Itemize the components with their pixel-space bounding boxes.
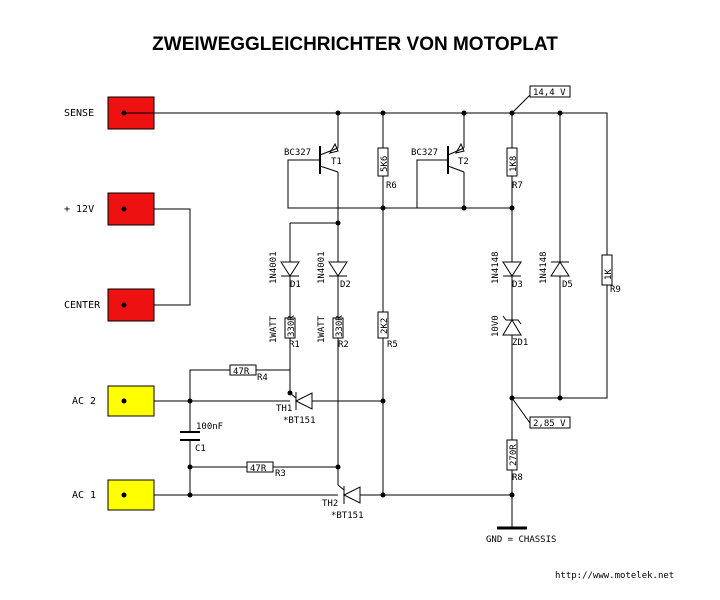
t2-ref: T2: [458, 157, 469, 167]
d1-type: 1N4001: [269, 251, 279, 284]
resistor-r2: 330R 1WATT R2: [317, 315, 349, 350]
r2-ref: R2: [338, 340, 349, 350]
voltage-tag-top: 14,4 V: [529, 85, 571, 98]
r2-value: 330R: [335, 315, 345, 337]
r1-value: 330R: [287, 315, 297, 337]
voltage-tag-mid: 2,85 V: [529, 416, 571, 429]
d5-ref: D5: [562, 280, 573, 290]
diode-d1: 1N4001 D1: [269, 251, 301, 290]
c1-value: 100nF: [196, 422, 223, 432]
r8-value: 270R: [509, 444, 519, 466]
terminal-ac1-label: AC 1: [72, 490, 96, 501]
r7-value: 1K8: [509, 156, 519, 172]
capacitor-c1: 100nF C1: [180, 422, 223, 454]
transistor-t1: BC327 T1: [284, 142, 342, 174]
terminal-sense-label: SENSE: [64, 108, 94, 119]
t1-ref: T1: [331, 157, 342, 167]
r7-ref: R7: [512, 181, 523, 191]
th2-type: *BT151: [331, 511, 364, 521]
r3-value: 47R: [250, 464, 267, 474]
terminal-ac2-label: AC 2: [72, 396, 96, 407]
d3-ref: D3: [512, 280, 523, 290]
voltage-top-text: 14,4 V: [533, 88, 566, 98]
r1-rating: 1WATT: [269, 315, 279, 343]
resistor-r1: 330R 1WATT R1: [269, 315, 300, 350]
voltage-mid-text: 2,85 V: [533, 419, 566, 429]
th1-type: *BT151: [283, 416, 316, 426]
r6-ref: R6: [386, 181, 397, 191]
resistor-r3: 47R R3: [246, 461, 286, 479]
d3-type: 1N4148: [491, 251, 501, 284]
resistor-r8: 270R R8: [506, 439, 523, 483]
r2-rating: 1WATT: [317, 315, 327, 343]
resistor-r5: 2K2 R5: [377, 311, 398, 350]
zd1-value: 10V0: [491, 315, 501, 337]
d1-ref: D1: [290, 280, 301, 290]
th2-ref: TH2: [322, 499, 338, 509]
ground-symbol: GND = CHASSIS: [486, 526, 556, 545]
thyristor-th2: TH2 *BT151: [322, 484, 364, 521]
r6-value: 5K6: [380, 156, 390, 172]
resistor-r7: 1K8 R7: [506, 147, 523, 191]
t2-type: BC327: [411, 148, 438, 158]
r8-ref: R8: [512, 473, 523, 483]
terminal-plus12v: + 12V: [64, 192, 155, 226]
terminal-ac1: AC 1: [72, 479, 155, 511]
terminal-center-label: CENTER: [64, 300, 101, 311]
r4-value: 47R: [233, 367, 250, 377]
t1-type: BC327: [284, 148, 311, 158]
d2-ref: D2: [340, 280, 351, 290]
diagram-title: ZWEIWEGGLEICHRICHTER VON MOTOPLAT: [152, 34, 558, 55]
terminal-center: CENTER: [64, 288, 155, 322]
terminal-ac2: AC 2: [72, 385, 155, 417]
r1-ref: R1: [289, 340, 300, 350]
r4-ref: R4: [257, 373, 268, 383]
zd1-ref: ZD1: [512, 338, 528, 348]
zener-zd1: 10V0 ZD1: [491, 312, 528, 348]
footer-url: http://www.motelek.net: [555, 571, 674, 581]
r5-value: 2K2: [380, 318, 390, 334]
wires: [124, 94, 608, 528]
d5-type: 1N4148: [539, 251, 549, 284]
r5-ref: R5: [387, 340, 398, 350]
resistor-r6: 5K6 R6: [377, 147, 397, 191]
d2-type: 1N4001: [317, 251, 327, 284]
r3-ref: R3: [275, 469, 286, 479]
diode-d5: 1N4148 D5: [539, 251, 573, 290]
ground-label: GND = CHASSIS: [486, 535, 556, 545]
terminal-plus12v-label: + 12V: [64, 204, 94, 215]
resistor-r4: 47R R4: [229, 364, 268, 383]
transistor-t2: BC327 T2: [411, 142, 469, 174]
diode-d3: 1N4148 D3: [491, 251, 523, 290]
junction-dots: [187, 110, 563, 498]
c1-ref: C1: [195, 444, 206, 454]
thyristor-th1: TH1 *BT151: [276, 392, 316, 426]
r9-value: 1K: [604, 269, 614, 280]
resistor-r9: 1K R9: [601, 254, 621, 295]
r9-ref: R9: [610, 285, 621, 295]
diode-d2: 1N4001 D2: [317, 251, 351, 290]
th1-ref: TH1: [276, 404, 292, 414]
